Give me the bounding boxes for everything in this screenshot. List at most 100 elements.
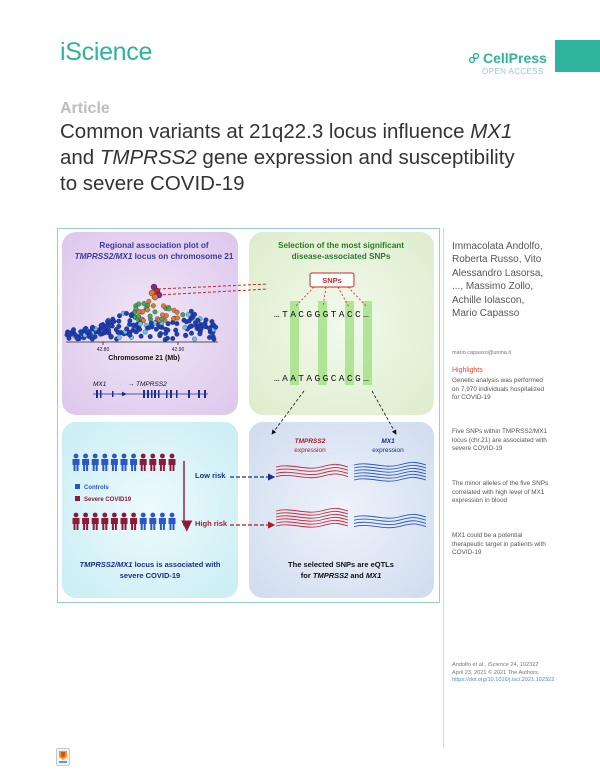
expr-tmprss2-word: expression [294,447,326,454]
association-point [170,336,176,341]
legend-severe: Severe COVID19 [84,497,132,503]
association-point [165,321,171,327]
association-point [166,306,172,312]
association-point [183,319,189,325]
sequence-bottom: …AATAGGCACG… [274,373,371,384]
association-point [157,324,163,330]
association-point [210,334,216,340]
controls-people-row [72,453,176,471]
association-point [160,312,165,318]
association-point [108,334,114,339]
expression-wave [353,464,427,470]
association-point [174,309,180,315]
crossmark-icon[interactable] [56,748,70,766]
cellpress-icon [468,52,480,64]
association-point [192,336,197,342]
association-point [197,331,203,337]
header-accent-tab [555,40,600,72]
expression-wave [353,470,427,476]
person-icon [168,512,176,530]
expression-wave [275,470,349,475]
association-point [145,307,150,313]
expression-wave [275,463,349,469]
association-point [92,334,98,340]
association-point [147,334,153,340]
doi-link[interactable]: https://doi.org/10.1016/j.isci.2021.1023… [452,677,555,684]
association-point [138,333,144,339]
association-point [127,332,133,338]
expression-wave [275,467,349,472]
person-icon [139,512,147,530]
top-snp-point [151,293,159,301]
association-point [106,330,112,336]
publication-date: April 23, 2021 © 2021 The Authors. [452,669,540,676]
snp-columns [290,301,372,385]
publisher-logo[interactable]: CellPress OPEN ACCESS [468,50,547,76]
association-point [137,321,143,327]
association-point [101,326,107,332]
association-point [145,325,150,331]
association-point [87,332,93,338]
expr-tmprss2-gene: TMPRSS2 [295,438,326,445]
association-point [141,318,146,324]
association-point [116,318,122,324]
panel-b-title-2: disease-associated SNPs [292,252,391,261]
association-point [152,309,158,315]
association-point [147,313,153,319]
person-icon [120,453,128,471]
expression-wave [275,513,349,519]
association-point [140,309,146,315]
person-icon [91,453,99,471]
association-point [75,335,81,341]
person-icon [130,512,138,530]
low-risk-label: Low risk [195,471,226,480]
legend-severe-swatch [75,496,80,501]
snps-box [309,272,355,288]
legend-controls-swatch [75,484,80,489]
person-icon [149,453,157,471]
person-icon [149,512,157,530]
association-point [174,331,180,337]
association-point [161,303,166,309]
person-icon [72,453,80,471]
panel-a-title-1: Regional association plot of [99,241,208,250]
person-icon [72,512,80,530]
person-icon [158,512,166,530]
x-tick-2: 42.90 [172,347,185,353]
association-point [127,321,132,327]
panel-b-title-1: Selection of the most significant [278,241,404,250]
association-point [200,322,206,328]
association-point [108,322,113,328]
association-point [78,329,84,335]
expression-wave [353,513,427,519]
expression-wave [275,516,349,522]
association-point [116,335,122,341]
person-icon [82,453,90,471]
association-point [116,323,122,329]
corresponding-email[interactable]: mario.capasso@unina.it [452,350,512,356]
expression-wave [275,507,349,513]
association-point [136,314,141,320]
association-point [187,324,193,330]
expression-wave [353,467,427,473]
panel-a-title-2: TMPRSS2/MX1 locus on chromosome 21 [75,252,234,261]
article-type-label: Article [60,100,110,117]
snps-label: SNPs [322,276,342,285]
person-icon [110,512,118,530]
association-point [105,318,111,324]
person-icon [139,453,147,471]
gene-label-tmprss2: TMPRSS2 [136,381,167,388]
expression-wave [275,510,349,516]
expr-mx1-word: expression [372,447,404,454]
gene-label-mx1: MX1 [93,381,107,388]
panel-d-caption-1: The selected SNPs are eQTLs [288,560,394,569]
association-point [153,326,159,332]
association-point [149,324,155,330]
person-icon [91,512,99,530]
association-point [207,325,212,331]
association-point [146,298,152,304]
expression-wave [353,473,427,479]
gene-track [93,390,208,398]
association-point [66,330,72,336]
association-point [136,301,142,307]
